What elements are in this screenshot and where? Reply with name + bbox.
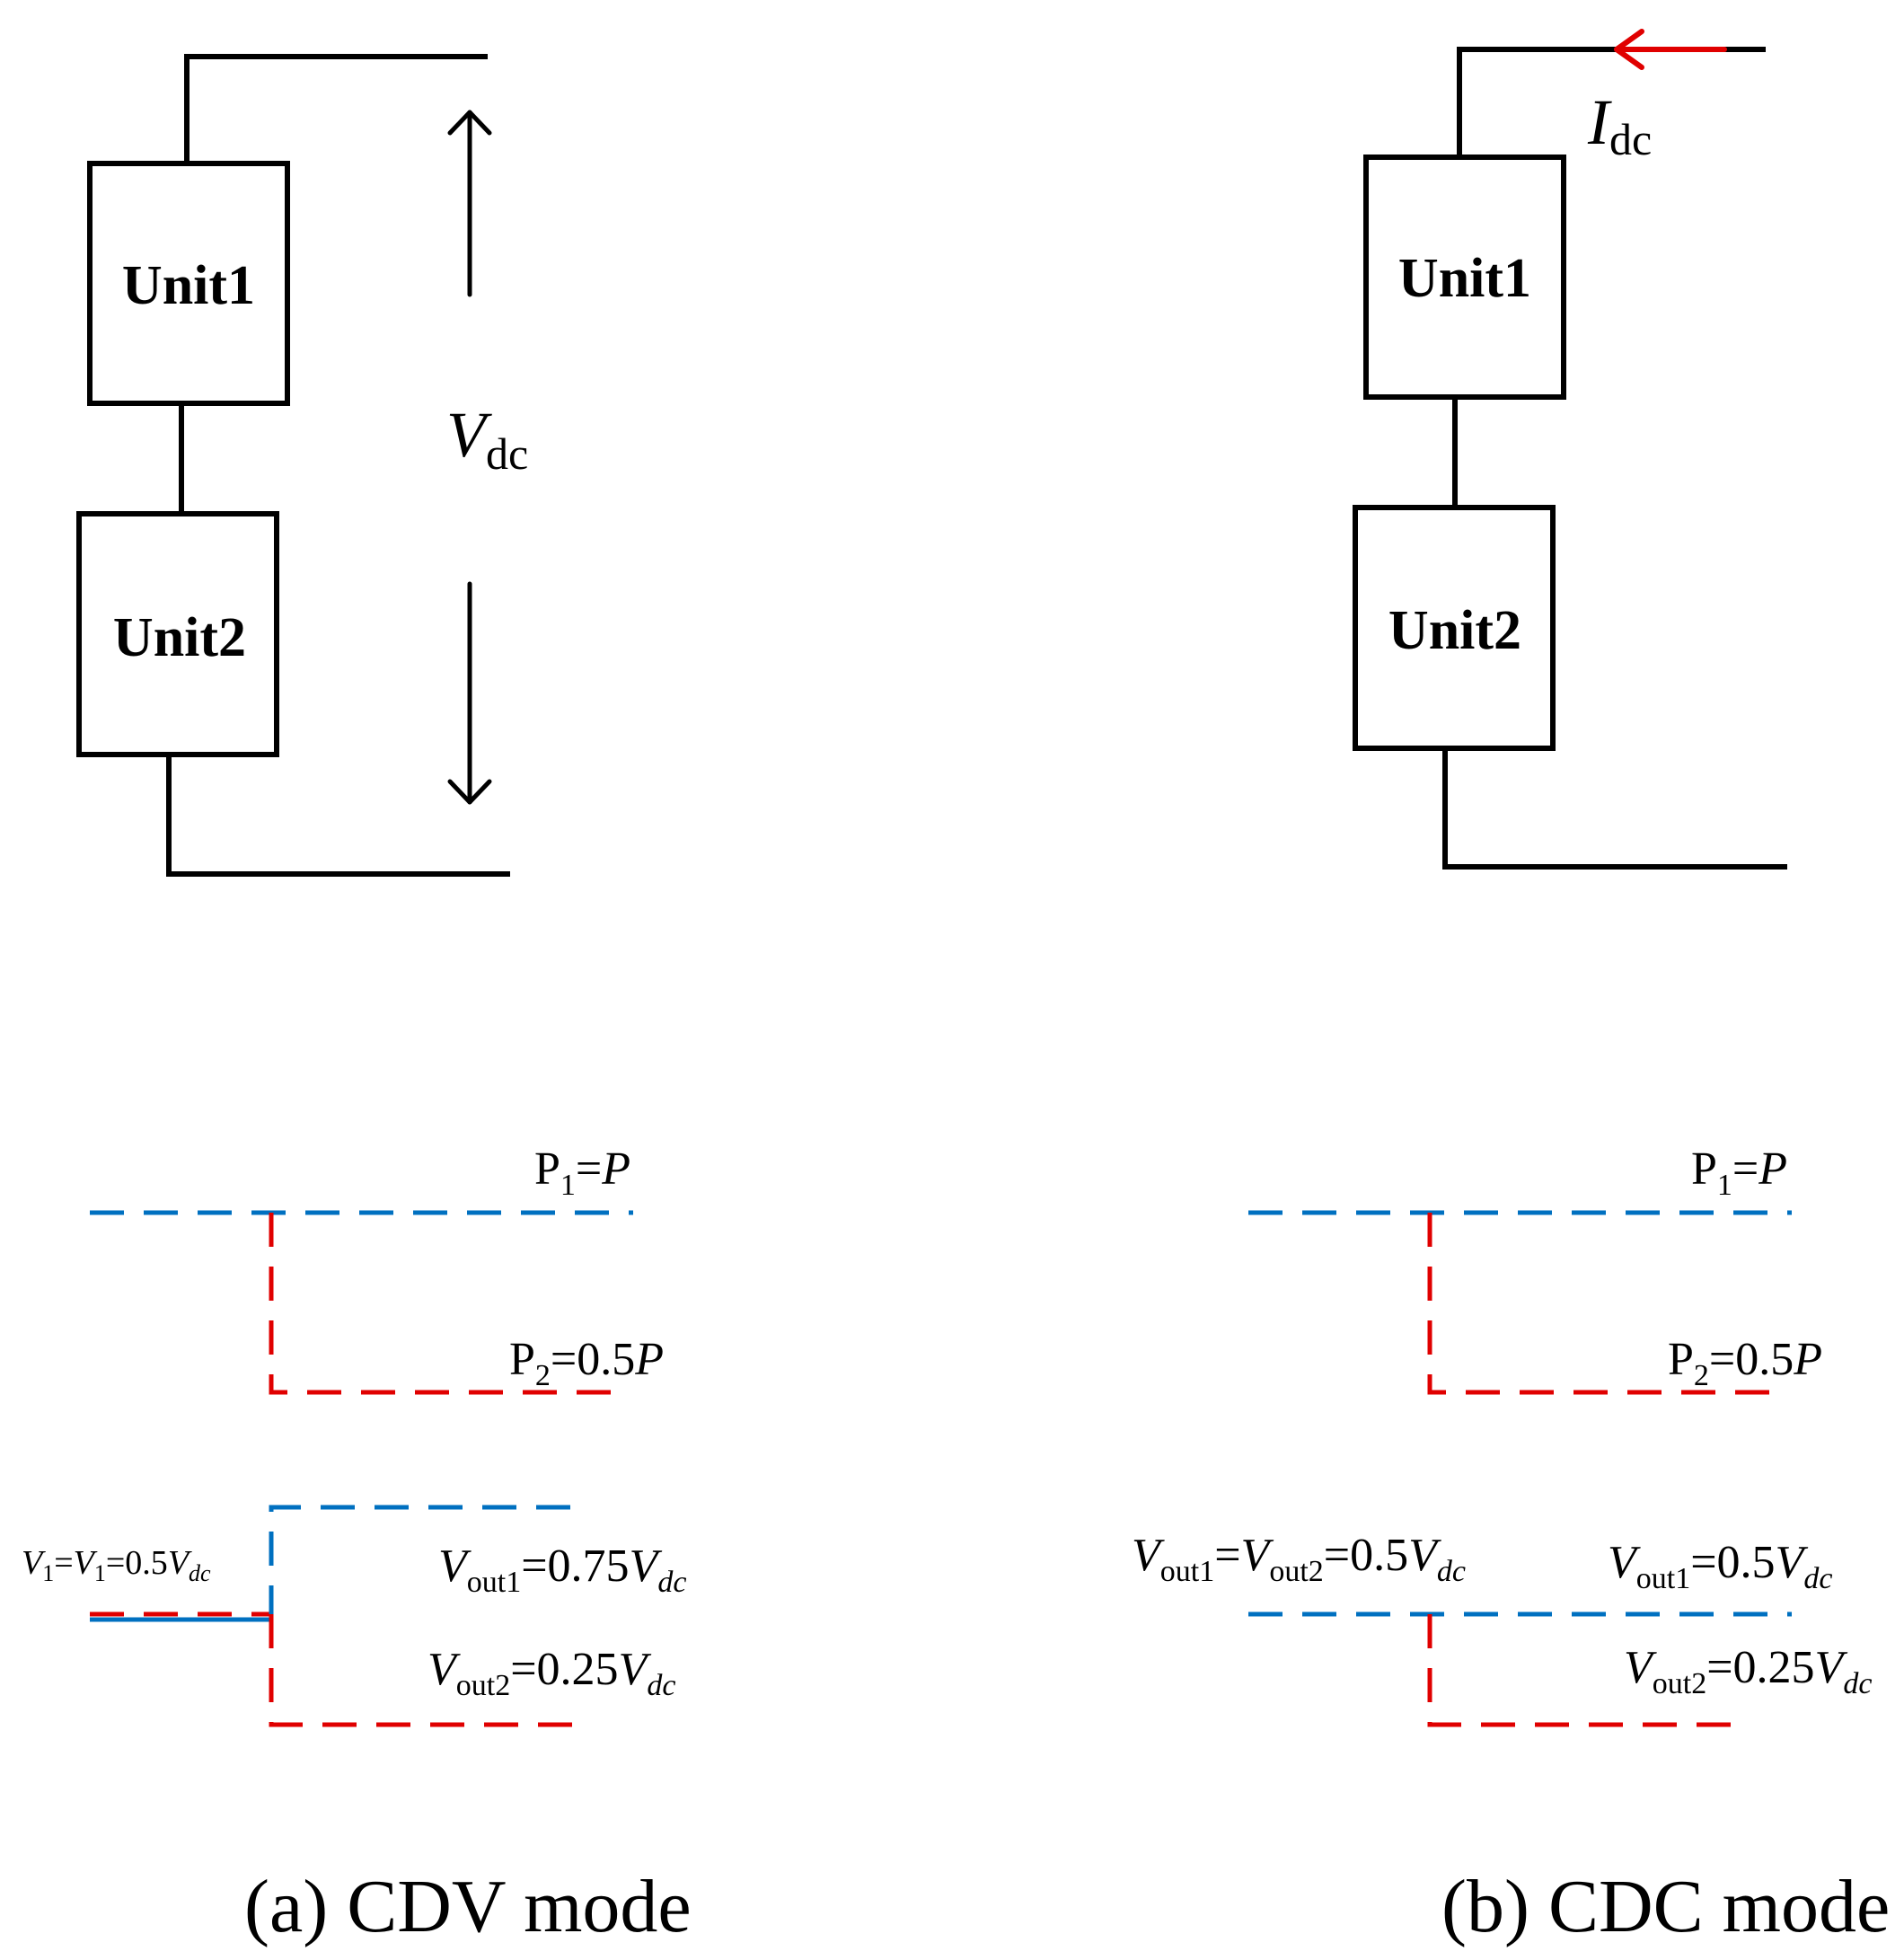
panel-a-p2-label: P2=0.5P: [509, 1334, 664, 1392]
panel-b-unit2-label: Unit2: [1388, 600, 1521, 661]
panel-a-unit1-box: [87, 161, 290, 406]
panel-a-voltage-down-arrow: [447, 581, 492, 805]
panel-a-vout1-label: Vout1=0.75Vdc: [438, 1541, 686, 1599]
panel-a-p1-label: P1=P: [534, 1143, 630, 1202]
panel-b-voltage-waveform: Vout1=Vout2=0.5Vdc Vout1=0.5Vdc Vout2=0.…: [1132, 1530, 1872, 1727]
panel-a-voltage-up-arrow: [447, 110, 492, 297]
panel-a-bottom-wire: [166, 752, 510, 877]
panel-b-current-label: Idc: [1587, 86, 1652, 164]
panel-a-top-wire: [184, 54, 488, 166]
panel-b-current-arrow: [1614, 29, 1727, 70]
panel-a-v-left-label: V1=V1=0.5Vdc: [22, 1544, 211, 1586]
panel-b-p1-label: P1=P: [1691, 1143, 1787, 1202]
panel-b-vout2-trace: [1427, 1614, 1744, 1727]
panel-a-p2-trace: [269, 1213, 611, 1395]
panel-a-voltage-waveform: V1=V1=0.5Vdc Vout1=0.75Vdc Vout2=0.25Vdc: [22, 1505, 686, 1727]
panel-a-vout2-trace: [269, 1614, 586, 1727]
panel-b-power-waveform: P1=P P2=0.5P: [1248, 1143, 1822, 1395]
panel-b-unit1-box: [1363, 155, 1566, 400]
panel-b-p2-label: P2=0.5P: [1668, 1334, 1822, 1392]
panel-b-v-left-label: Vout1=Vout2=0.5Vdc: [1132, 1530, 1466, 1588]
panel-b-circuit: Idc Unit1 Unit2: [1353, 29, 1787, 870]
panel-b-p2-trace: [1427, 1213, 1769, 1395]
panel-a-unit1-label: Unit1: [122, 255, 255, 316]
panel-b-unit2-box: [1353, 505, 1556, 751]
panel-a-circuit: Unit1 Unit2 Vdc: [76, 54, 528, 877]
panel-a-unit2-box: [76, 511, 279, 757]
panel-a-unit2-label: Unit2: [113, 607, 246, 668]
panel-a-caption: (a) CDV mode: [244, 1865, 692, 1948]
panel-b-vout2-label: Vout2=0.25Vdc: [1624, 1642, 1872, 1700]
panel-b-caption: (b) CDC mode: [1441, 1865, 1890, 1948]
panel-b-unit1-label: Unit1: [1398, 248, 1531, 309]
panel-a-vout2-label: Vout2=0.25Vdc: [428, 1644, 675, 1702]
panel-a-vout1-trace: [269, 1505, 575, 1620]
panel-a-voltage-label: Vdc: [446, 399, 528, 479]
panel-a-power-waveform: P1=P P2=0.5P: [90, 1143, 664, 1395]
panel-b-bottom-wire: [1442, 746, 1787, 870]
panel-b-vout1-label: Vout1=0.5Vdc: [1608, 1537, 1832, 1595]
